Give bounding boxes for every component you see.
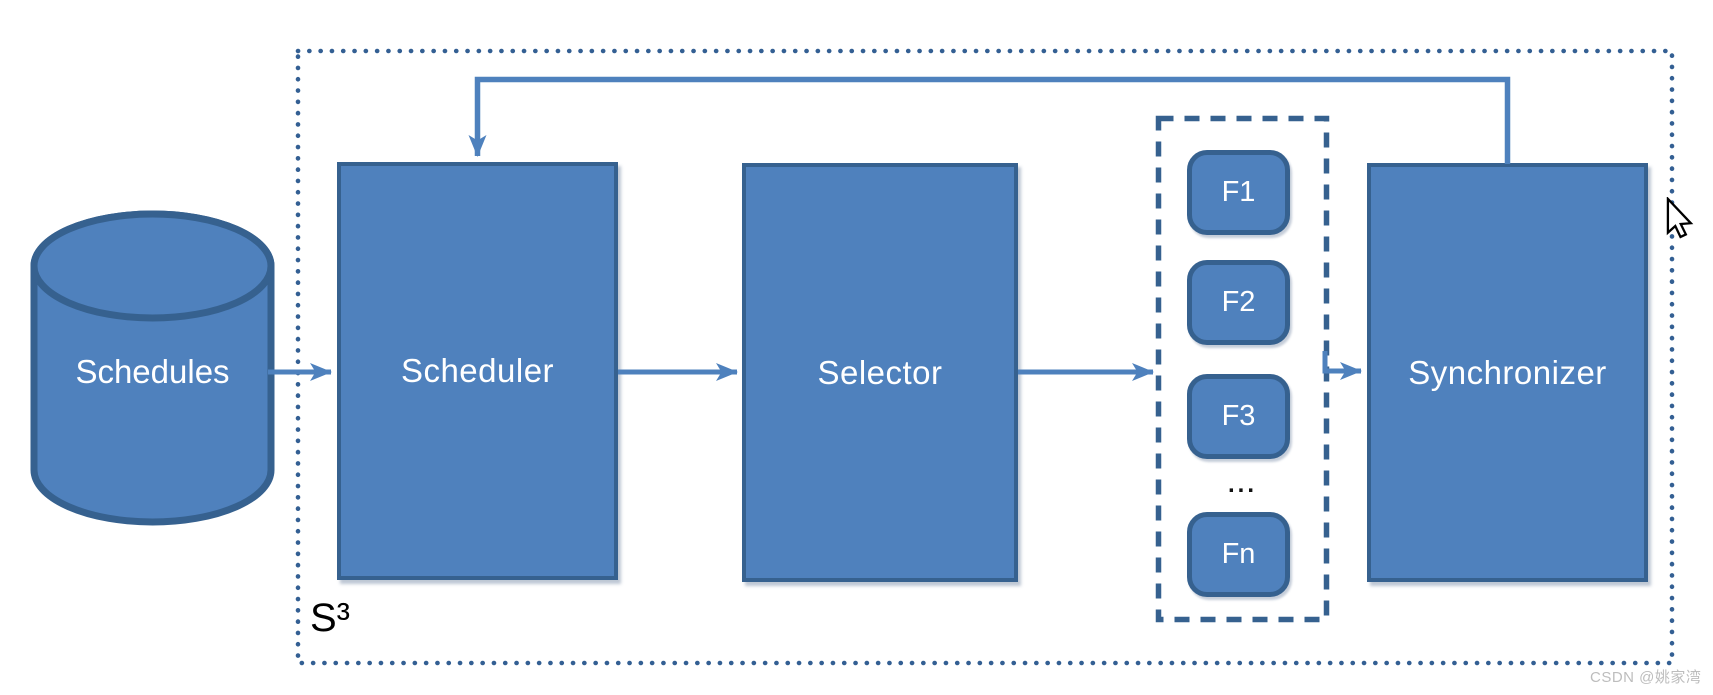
mouse-cursor-icon [1666, 197, 1694, 239]
synchronizer-node: Synchronizer [1367, 163, 1648, 582]
arrow-functions-to-synchronizer [1322, 351, 1362, 380]
selector-node-label: Selector [817, 353, 943, 391]
function-node-f2: F2 [1187, 260, 1290, 345]
scheduler-node: Scheduler [337, 162, 618, 580]
function-node-f2-label: F2 [1221, 286, 1256, 318]
function-node-f1: F1 [1187, 150, 1290, 235]
scheduler-node-label: Scheduler [400, 352, 555, 389]
synchronizer-node-label: Synchronizer [1408, 353, 1607, 391]
function-node-fn: Fn [1187, 512, 1290, 597]
schedules-node-label: Schedules [75, 353, 230, 390]
function-node-f3-label: F3 [1221, 400, 1256, 432]
function-node-f3: F3 [1187, 374, 1290, 459]
selector-node: Selector [742, 163, 1018, 582]
functions-ellipsis: ... [1227, 471, 1257, 498]
function-node-fn-label: Fn [1221, 538, 1256, 570]
system-boundary-label: S³ [310, 596, 350, 640]
functions-group: F1 F2 F3 ... Fn [1156, 116, 1329, 622]
function-node-f1-label: F1 [1221, 176, 1256, 208]
watermark-text: CSDN @姚家湾 [1590, 669, 1702, 686]
arrow-synchronizer-to-scheduler-feedback [468, 76, 1511, 164]
schedules-cylinder-shape [30, 210, 275, 526]
